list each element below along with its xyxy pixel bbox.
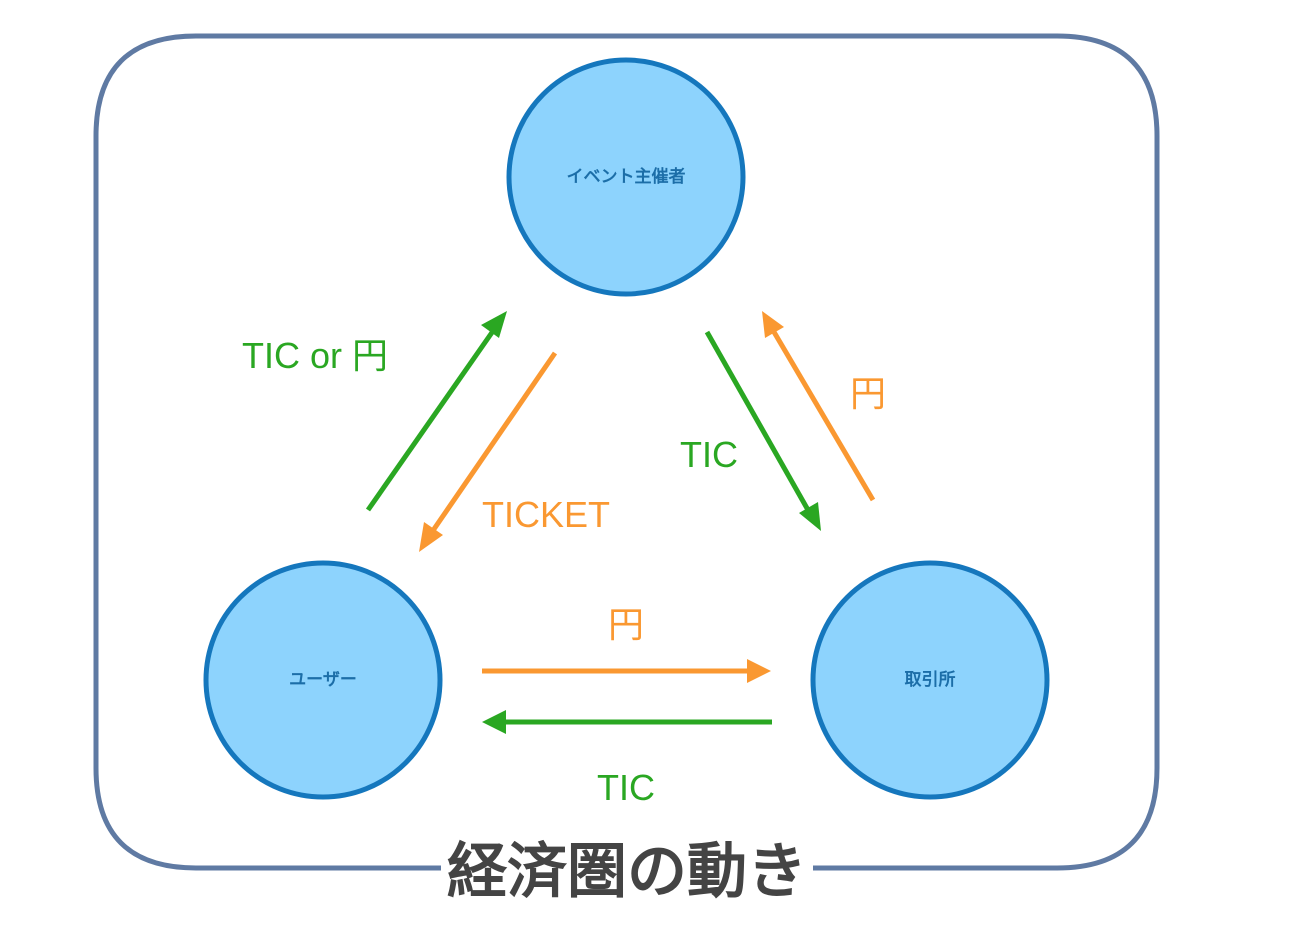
- arrowhead-icon: [747, 659, 771, 683]
- label-exchange-to-user: TIC: [597, 767, 655, 808]
- arrow-exchange-to-organizer: [771, 330, 876, 502]
- label-user-to-organizer: TIC or 円: [242, 335, 388, 376]
- label-exchange-to-organizer: 円: [850, 373, 886, 414]
- edge-user-to-exchange: 円: [482, 604, 771, 683]
- label-organizer-to-user: TICKET: [482, 494, 610, 535]
- arrowhead-icon: [481, 311, 507, 338]
- user-label: ユーザー: [289, 670, 357, 690]
- diagram-title: 経済圏の動き: [447, 837, 807, 907]
- arrow-user-to-organizer: [365, 329, 496, 512]
- edge-exchange-to-organizer: 円: [762, 311, 886, 502]
- organizer-label: イベント主催者: [567, 166, 686, 187]
- organizer-circle: [506, 57, 746, 297]
- node-user: ユーザー: [203, 560, 443, 800]
- arrow-organizer-to-exchange: [704, 330, 811, 512]
- user-circle: [203, 560, 443, 800]
- node-organizer: イベント主催者: [506, 57, 746, 297]
- exchange-label: 取引所: [905, 670, 956, 690]
- edge-organizer-to-user: TICKET: [419, 351, 610, 552]
- ecosystem-frame: [93, 33, 1160, 871]
- arrowhead-icon: [482, 710, 506, 734]
- node-exchange: 取引所: [810, 560, 1050, 800]
- edge-organizer-to-exchange: TIC: [680, 330, 821, 531]
- label-user-to-exchange: 円: [608, 604, 644, 645]
- arrowhead-icon: [419, 522, 443, 552]
- arrowhead-icon: [799, 502, 821, 531]
- label-organizer-to-exchange: TIC: [680, 434, 738, 475]
- arrowhead-icon: [762, 311, 784, 338]
- edge-exchange-to-user: TIC: [482, 710, 772, 808]
- arrow-organizer-to-user: [429, 351, 558, 534]
- exchange-circle: [810, 560, 1050, 800]
- edge-user-to-organizer: TIC or 円: [242, 311, 507, 512]
